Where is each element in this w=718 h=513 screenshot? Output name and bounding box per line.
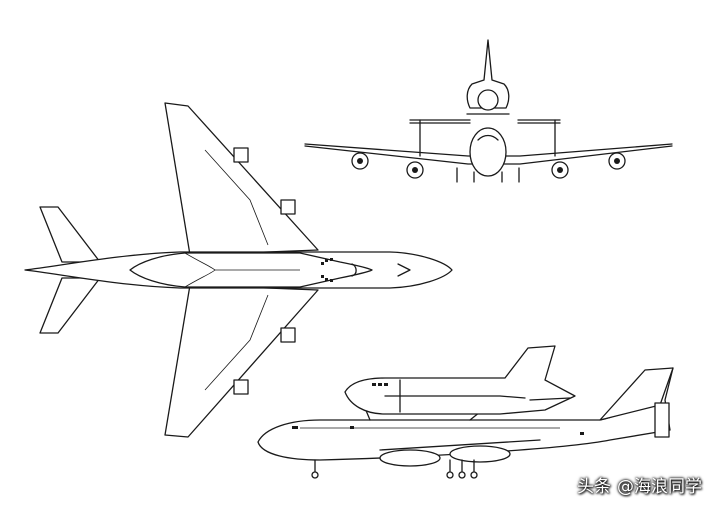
top-view <box>24 102 453 438</box>
shuttle-side-windows <box>372 383 388 386</box>
carrier-windows <box>292 426 584 435</box>
watermark: 头条 @海浪同学 <box>577 472 702 497</box>
front-view <box>304 39 673 183</box>
carrier-cockpit-mark <box>397 263 411 277</box>
side-view <box>257 345 674 479</box>
watermark-author: @海浪同学 <box>617 477 702 497</box>
watermark-source: 头条 <box>577 477 611 497</box>
shuttle-cockpit-windows <box>321 258 357 282</box>
